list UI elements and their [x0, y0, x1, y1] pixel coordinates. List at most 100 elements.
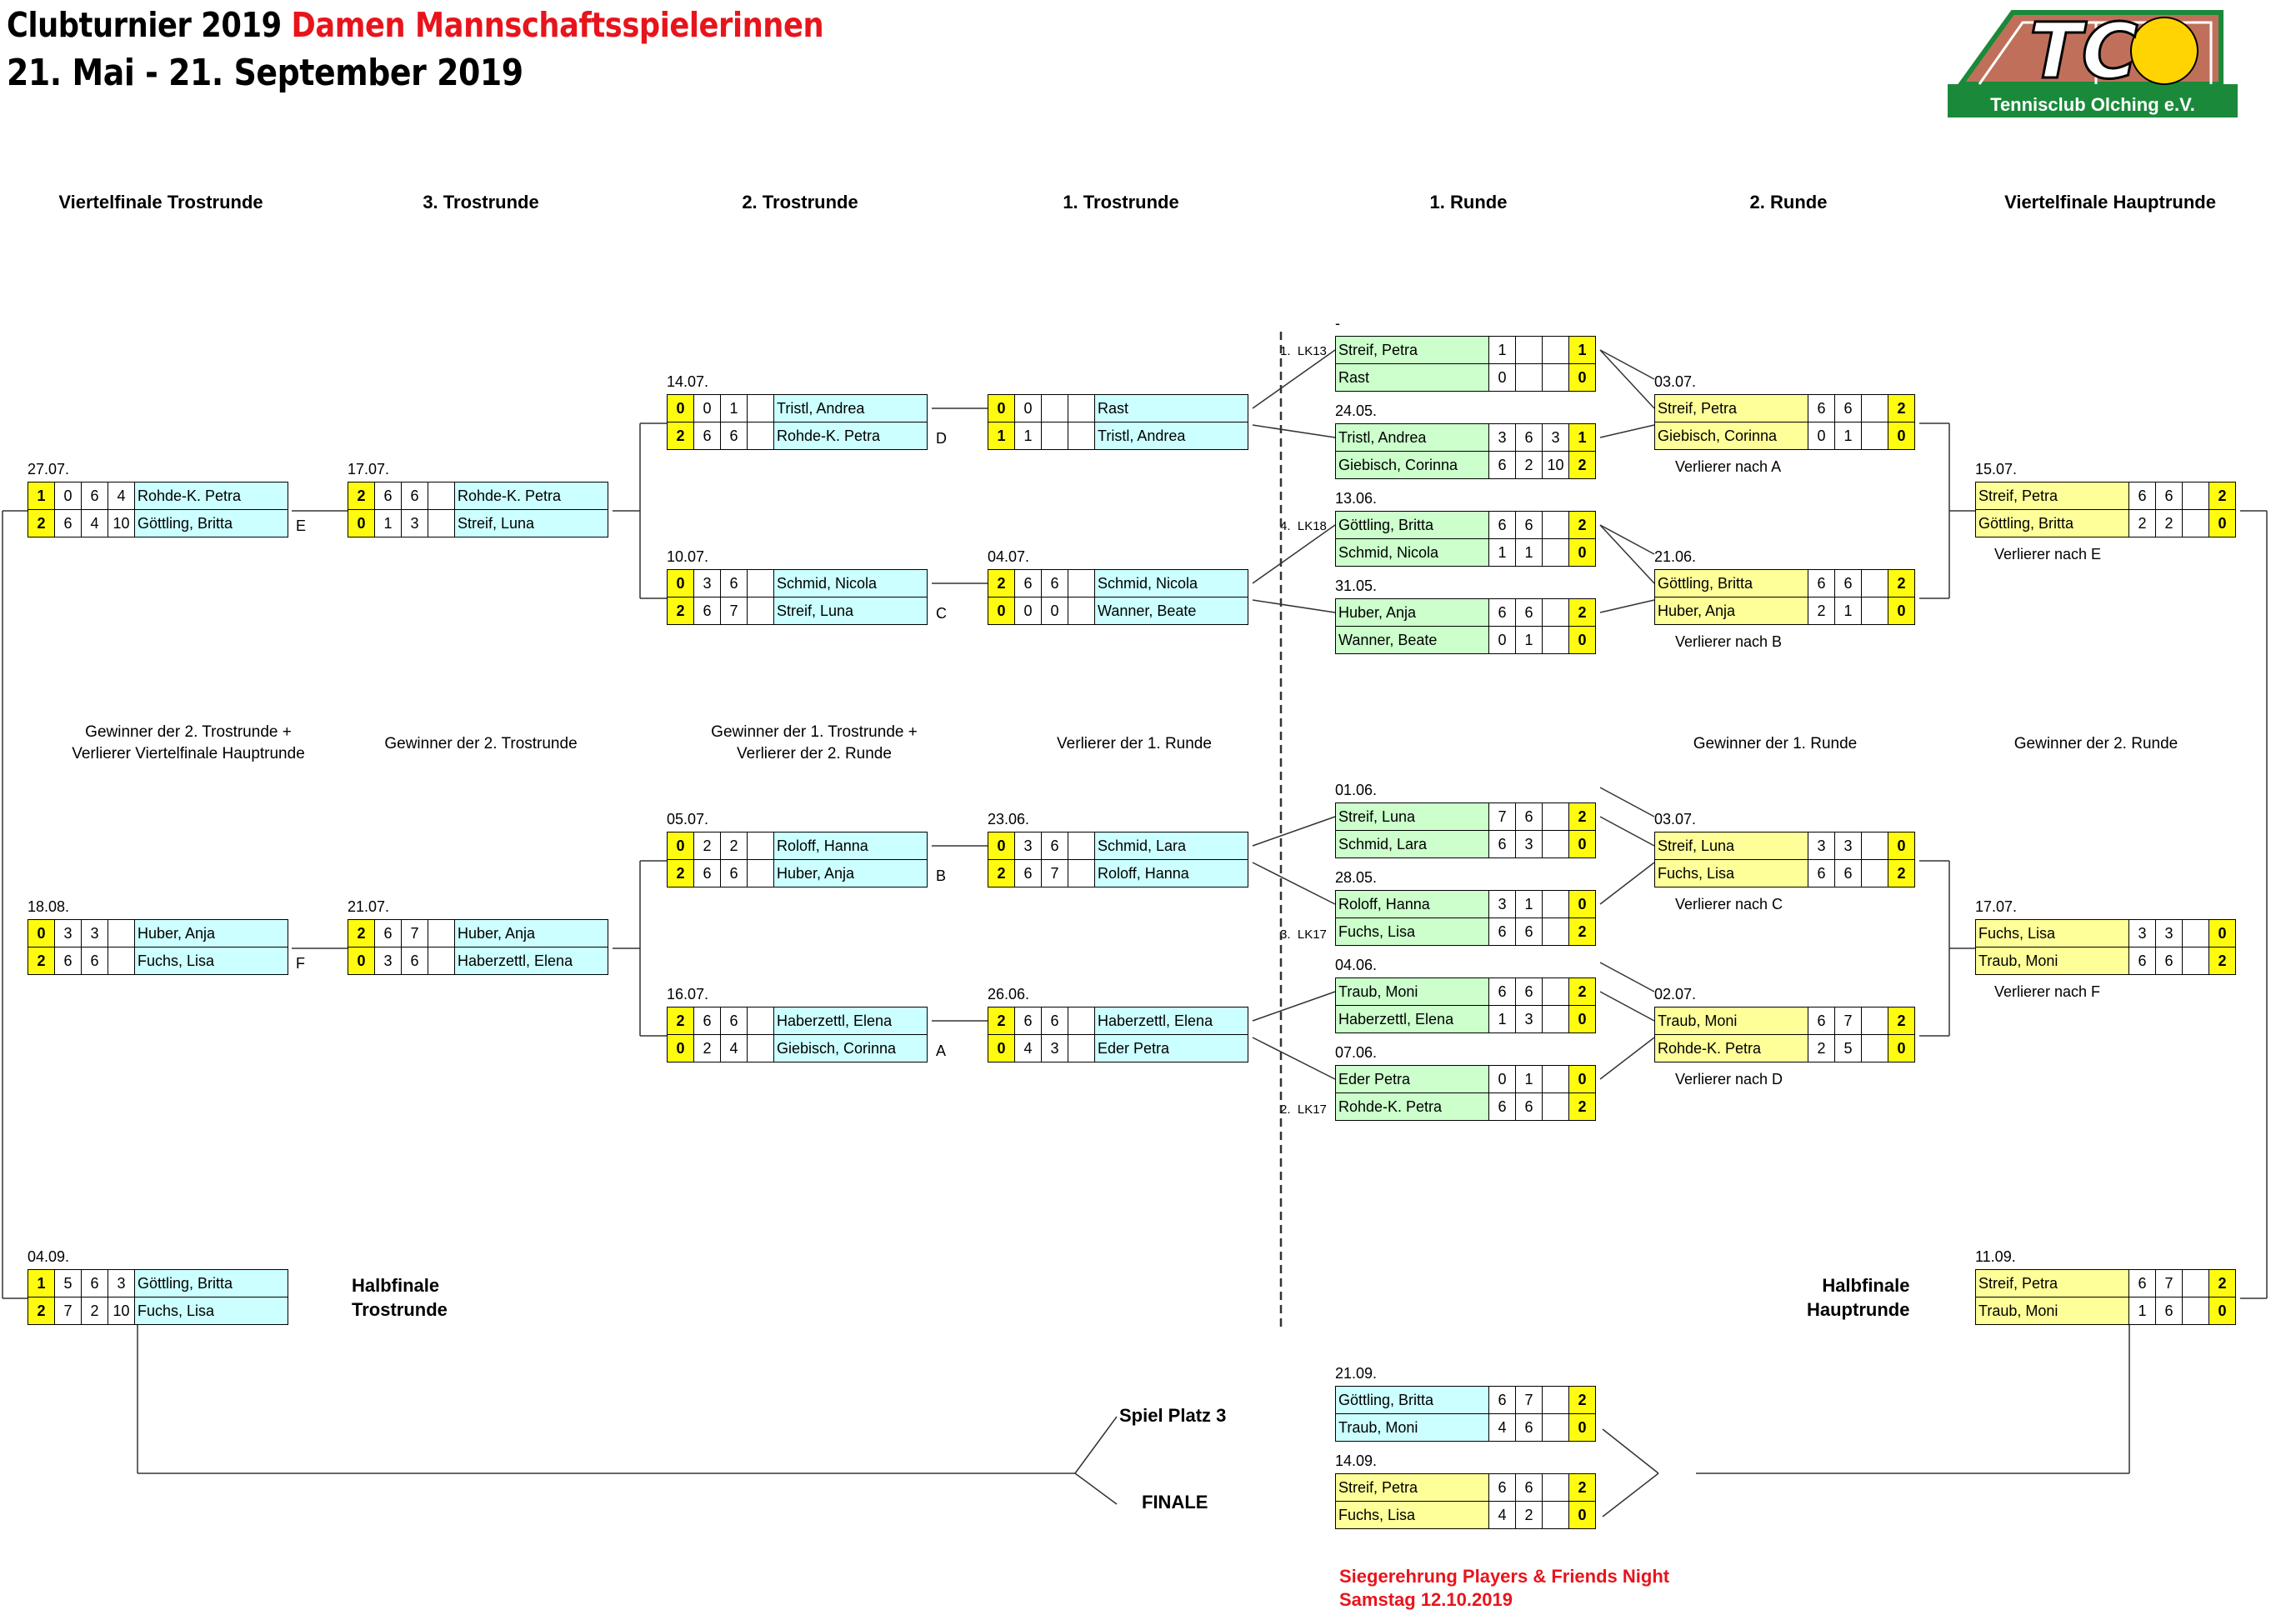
set-score: 6	[1014, 859, 1042, 888]
sets-won: 2	[667, 597, 694, 625]
set-score: 3	[1834, 832, 1862, 860]
set-score	[1861, 1007, 1888, 1035]
sets-won: 2	[1568, 978, 1596, 1006]
sets-won: 2	[348, 482, 375, 510]
label-hf-haupt-line1: Halbfinale	[1822, 1275, 1910, 1296]
set-score: 3	[1488, 890, 1516, 918]
set-score	[747, 394, 774, 422]
seed-2-lk: LK17	[1297, 1102, 1327, 1117]
player-name: Streif, Luna	[773, 597, 928, 625]
sets-won: 2	[1568, 918, 1596, 946]
player-name: Streif, Petra	[1335, 1473, 1489, 1502]
set-score	[1861, 422, 1888, 450]
set-score: 0	[1488, 1065, 1516, 1093]
set-score	[1542, 1501, 1569, 1529]
sets-won: 0	[1568, 1501, 1596, 1529]
set-score: 7	[1488, 802, 1516, 831]
set-score: 1	[2128, 1297, 2156, 1325]
connector-line	[1599, 862, 1655, 905]
sets-won: 2	[667, 859, 694, 888]
sets-won: 2	[1568, 1473, 1596, 1502]
set-score: 4	[1488, 1413, 1516, 1442]
set-score	[1068, 569, 1095, 598]
sets-won: 2	[1568, 451, 1596, 479]
set-score: 2	[1515, 1501, 1543, 1529]
set-score	[747, 859, 774, 888]
match-date: 21.09.	[1335, 1365, 1378, 1382]
set-score	[2182, 1269, 2209, 1298]
seed-4-num: 4.	[1280, 519, 1291, 533]
player-name: Streif, Luna	[1654, 832, 1808, 860]
player-name: Fuchs, Lisa	[1975, 919, 2129, 948]
verlierer-f: Verlierer nach F	[1994, 983, 2101, 1000]
sets-won: 2	[28, 509, 55, 538]
set-score	[1542, 538, 1569, 567]
set-score: 3	[1014, 832, 1042, 860]
match-date: 05.07.	[667, 811, 709, 828]
set-score	[1542, 890, 1569, 918]
sets-won: 0	[988, 394, 1015, 422]
siegerehrung-line2: Samstag 12.10.2019	[1339, 1589, 1513, 1610]
player-name: Streif, Petra	[1654, 394, 1808, 422]
sets-won: 2	[1568, 598, 1596, 627]
match-date: 14.09.	[1335, 1452, 1378, 1469]
sets-won: 0	[988, 832, 1015, 860]
player-name: Streif, Petra	[1975, 482, 2129, 510]
set-score	[1542, 1473, 1569, 1502]
set-score: 6	[1515, 918, 1543, 946]
sets-won: 0	[1568, 890, 1596, 918]
header-2-trostrunde: 2. Trostrunde	[742, 192, 858, 212]
note-vf-trost-line2: Verlierer Viertelfinale Hauptrunde	[72, 745, 305, 762]
sets-won: 0	[1568, 363, 1596, 392]
set-score: 5	[54, 1269, 82, 1298]
player-name: Fuchs, Lisa	[134, 947, 288, 975]
set-score	[1068, 832, 1095, 860]
set-score	[1515, 336, 1543, 364]
sets-won: 0	[2208, 509, 2236, 538]
connector-line	[1074, 1416, 1118, 1474]
set-score: 6	[2155, 947, 2183, 975]
set-score	[1542, 1005, 1569, 1033]
set-score: 6	[1488, 830, 1516, 858]
player-name: Rast	[1094, 394, 1248, 422]
set-score: 6	[1808, 859, 1835, 888]
match-date: 17.07.	[1975, 898, 2018, 915]
set-score	[1542, 1065, 1569, 1093]
sets-won: 1	[1568, 423, 1596, 452]
set-score	[2182, 919, 2209, 948]
player-name: Tristl, Andrea	[773, 394, 928, 422]
player-name: Tristl, Andrea	[1335, 423, 1489, 452]
sets-won: 2	[1888, 1007, 1915, 1035]
player-name: Schmid, Nicola	[1094, 569, 1248, 598]
set-score: 1	[1515, 890, 1543, 918]
set-score	[428, 947, 455, 975]
match-date: 01.06.	[1335, 782, 1378, 798]
set-score: 6	[693, 597, 721, 625]
club-logo: TC Tennisclub Olching e.V.	[1948, 6, 2238, 118]
set-score: 6	[401, 482, 428, 510]
logo-text: Tennisclub Olching e.V.	[1990, 94, 2195, 115]
logo-mark: TC	[2029, 7, 2138, 96]
player-name: Huber, Anja	[773, 859, 928, 888]
sets-won: 0	[1568, 1413, 1596, 1442]
note-trost2: Gewinner der 1. Trostrunde +Verlierer de…	[711, 722, 918, 765]
